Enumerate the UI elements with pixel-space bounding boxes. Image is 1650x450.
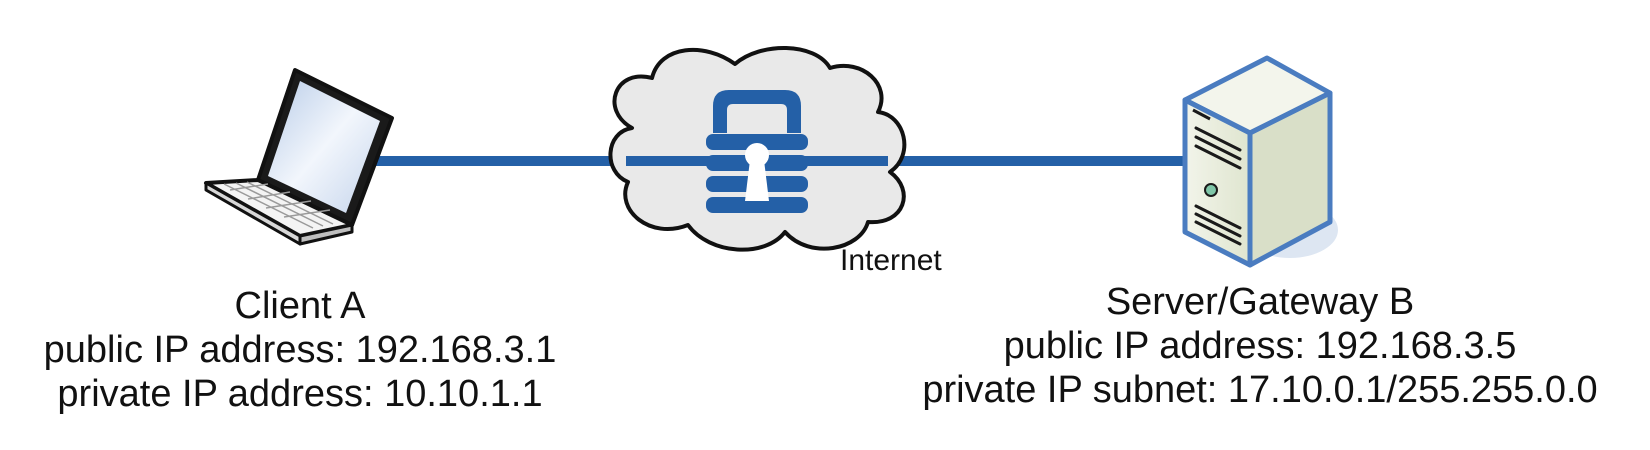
server-private-subnet: private IP subnet: 17.10.0.1/255.255.0.0 bbox=[922, 369, 1598, 412]
client-private-ip: private IP address: 10.10.1.1 bbox=[57, 373, 543, 416]
server-public-ip: public IP address: 192.168.3.5 bbox=[1003, 325, 1517, 368]
server-b-label: Server/Gateway B public IP address: 192.… bbox=[870, 280, 1650, 412]
client-a-label: Client A public IP address: 192.168.3.1 … bbox=[0, 284, 600, 416]
client-name: Client A bbox=[234, 285, 366, 327]
laptop-icon bbox=[204, 68, 394, 246]
padlock-icon bbox=[706, 90, 808, 213]
server-tower-icon bbox=[1182, 55, 1338, 268]
client-public-ip: public IP address: 192.168.3.1 bbox=[43, 329, 557, 372]
internet-label: Internet bbox=[840, 244, 942, 277]
server-name: Server/Gateway B bbox=[1105, 281, 1415, 323]
